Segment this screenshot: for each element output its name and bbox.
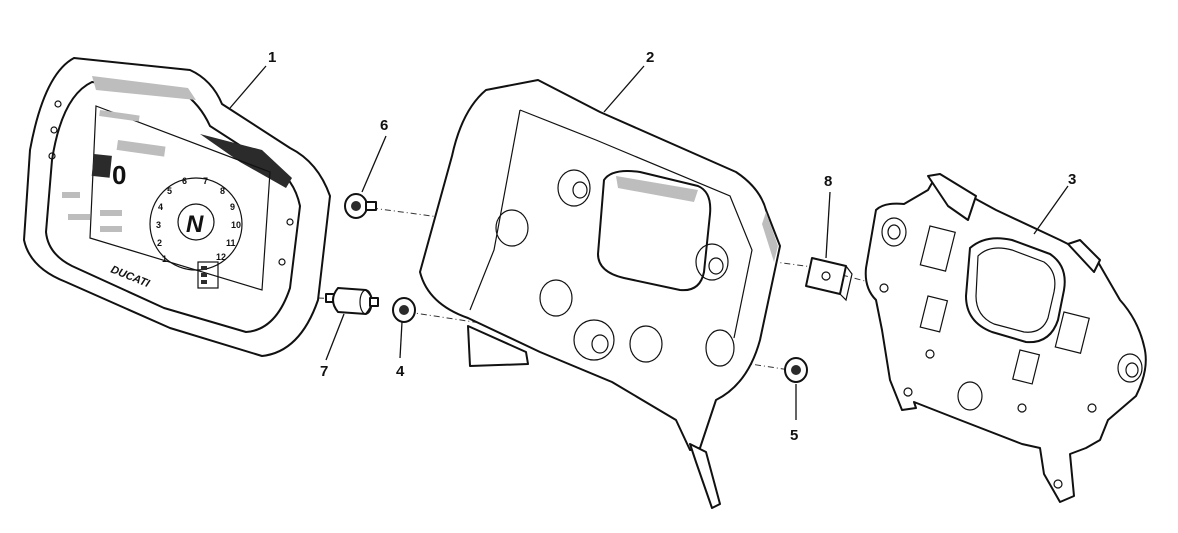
dial-number: 10 <box>231 220 241 230</box>
dial-number: 11 <box>226 238 236 248</box>
callout-5: 5 <box>790 427 798 444</box>
clip-nut <box>805 257 853 302</box>
mounting-bracket <box>864 173 1147 503</box>
callout-6: 6 <box>380 117 388 134</box>
instrument-cluster: 1 2 3 4 5 6 7 8 9 10 11 12 N 0 DUCATI <box>23 57 331 357</box>
dial-number: 9 <box>230 202 235 212</box>
dial-number: 2 <box>157 238 162 248</box>
speed-readout: 0 <box>112 160 126 190</box>
dial-number: 3 <box>156 220 161 230</box>
callout-4: 4 <box>396 363 405 380</box>
callout-8: 8 <box>824 173 832 190</box>
support-plate <box>419 79 781 509</box>
callout-3: 3 <box>1068 171 1076 188</box>
dial-number: 5 <box>167 186 172 196</box>
dial-number: 1 <box>162 254 167 264</box>
leader-lines <box>229 65 1069 420</box>
dial-number: 4 <box>158 202 163 212</box>
spacer <box>325 287 379 315</box>
dial-number: 12 <box>216 252 226 262</box>
dial-number: 6 <box>182 176 187 186</box>
nut-part-5 <box>784 357 808 383</box>
dial-number: 7 <box>203 176 208 186</box>
callout-7: 7 <box>320 363 328 380</box>
dial-number: 8 <box>220 186 225 196</box>
callout-1: 1 <box>268 49 276 66</box>
gear-indicator: N <box>186 211 204 238</box>
callout-2: 2 <box>646 49 654 66</box>
callout-numbers: 1 2 3 4 5 6 7 8 <box>268 49 1076 444</box>
nut-part-4 <box>392 297 416 323</box>
screw <box>344 193 377 219</box>
